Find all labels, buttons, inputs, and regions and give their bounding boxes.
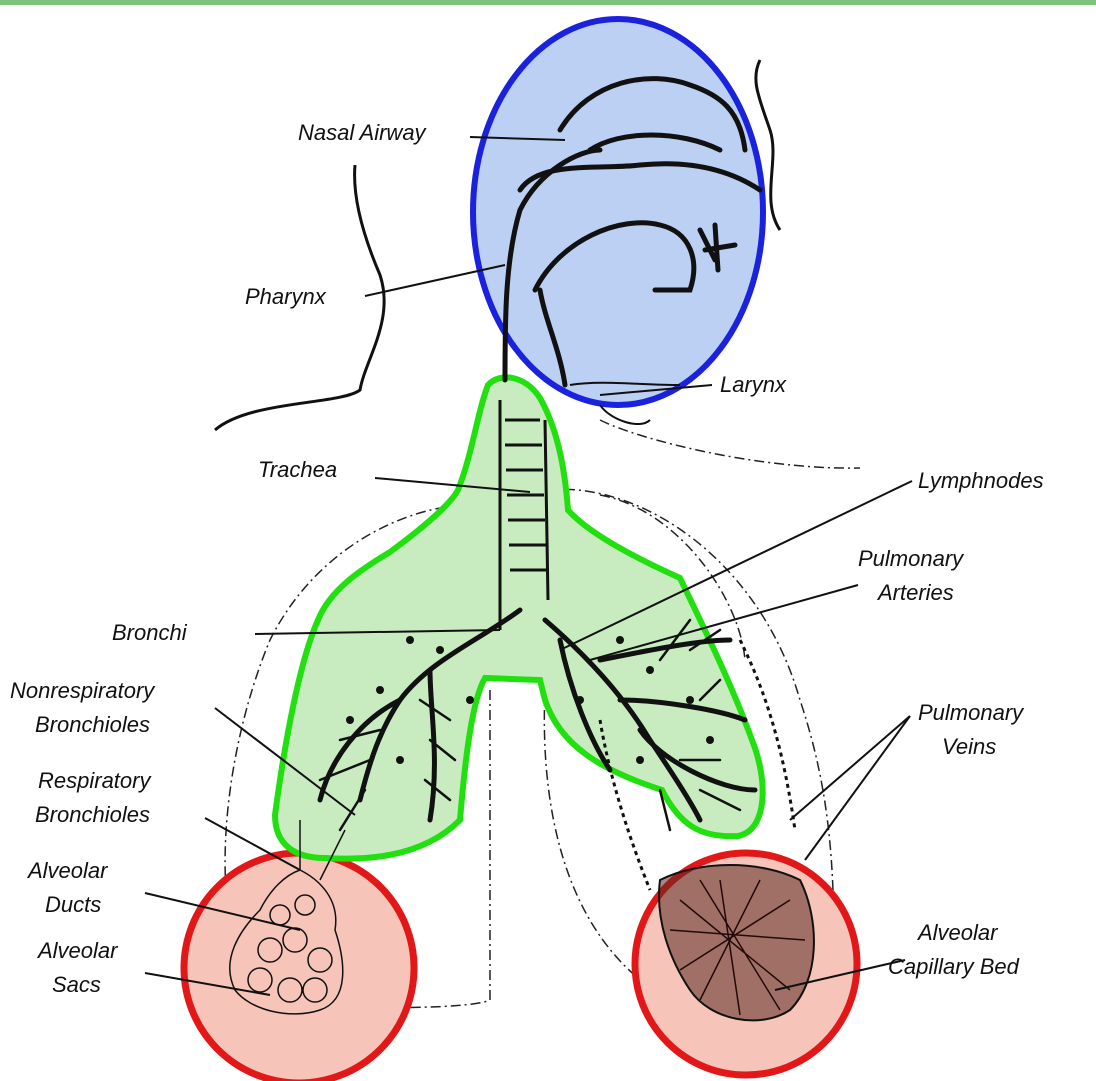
label-pulmonary-veins-line2: Veins [942,734,996,759]
label-pulmonary-arteries-line2: Arteries [876,580,954,605]
label-pulmonary-arteries-line1: Pulmonary [858,546,965,571]
label-nonrespiratory-bronchioles-line1: Nonrespiratory [10,678,156,703]
left-respiratory-zone [184,853,414,1081]
label-respiratory-bronchioles-line2: Bronchioles [35,802,150,827]
upper-respiratory-tract [473,19,763,405]
label-respiratory-bronchioles-line1: Respiratory [38,768,152,793]
label-alveolar-capillary-bed-line2: Capillary Bed [888,954,1020,979]
label-pulmonary-veins-line1: Pulmonary [918,700,1025,725]
label-larynx: Larynx [720,372,787,397]
leader-pulmonary-veins-1 [790,716,910,820]
label-alveolar-ducts-line1: Alveolar [26,858,109,883]
label-alveolar-sacs-line1: Alveolar [36,938,119,963]
label-pharynx: Pharynx [245,284,327,309]
label-alveolar-sacs-line2: Sacs [52,972,101,997]
label-trachea: Trachea [258,457,337,482]
conducting-zone [275,377,763,858]
label-lymphnodes: Lymphnodes [918,468,1044,493]
label-alveolar-ducts-line2: Ducts [45,892,101,917]
label-nasal-airway: Nasal Airway [298,120,428,145]
label-alveolar-capillary-bed-line1: Alveolar [916,920,999,945]
leader-pulmonary-veins-2 [805,716,910,860]
label-bronchi: Bronchi [112,620,188,645]
label-nonrespiratory-bronchioles-line2: Bronchioles [35,712,150,737]
